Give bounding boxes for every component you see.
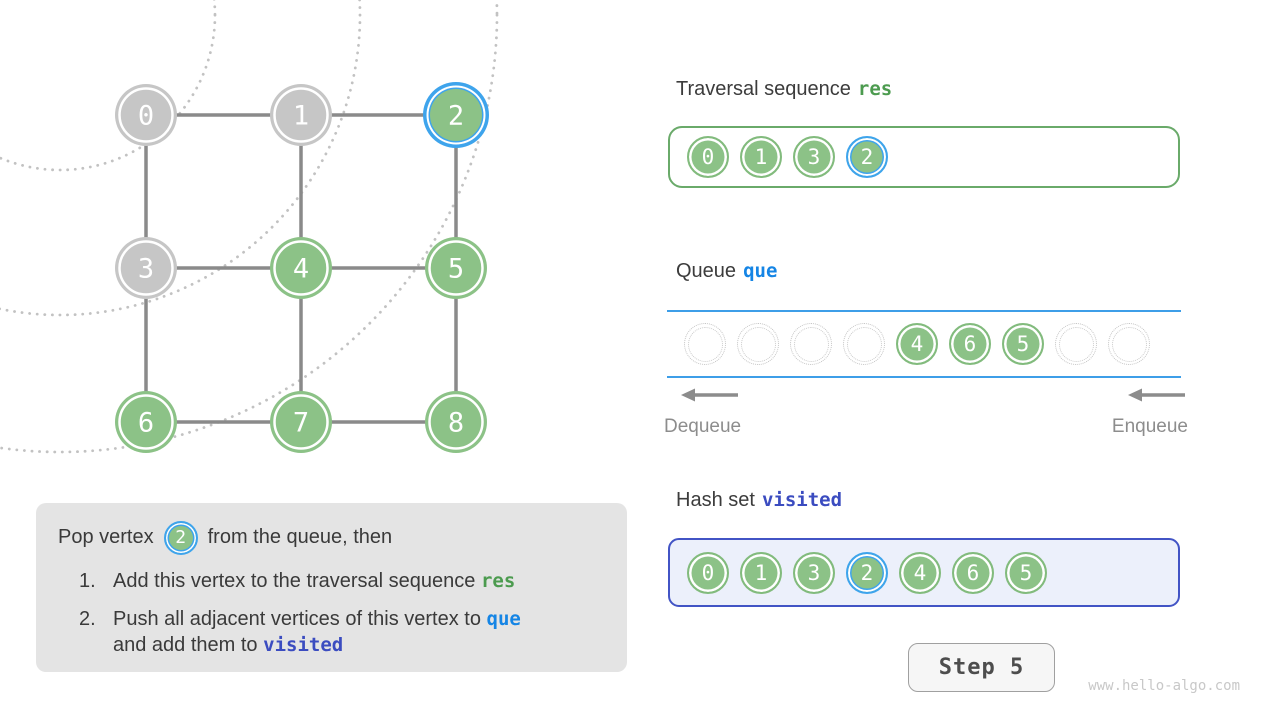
queue-slot-empty xyxy=(684,323,726,365)
bfs-arc-1 xyxy=(0,0,217,172)
enqueue-label: Enqueue xyxy=(1111,416,1188,437)
queue-slot-inner-ring xyxy=(846,326,882,362)
res-item-3: 3 xyxy=(793,136,835,178)
visited-variable: visited xyxy=(761,489,843,511)
graph-vertex-8: 8 xyxy=(425,391,487,453)
list-number: 2. xyxy=(79,608,96,630)
graph-vertex-3: 3 xyxy=(115,237,177,299)
que-variable: que xyxy=(743,260,778,282)
graph-vertex-5: 5 xyxy=(425,237,487,299)
explanation-prefix: Pop vertex xyxy=(58,526,154,548)
queue-item-4: 4 xyxy=(896,323,938,365)
graph-canvas: 0 1 2 3 4 5 xyxy=(0,0,499,454)
traversal-title-text: Traversal sequence xyxy=(676,78,851,100)
bfs-arc-2 xyxy=(0,0,362,317)
keyword-que: que xyxy=(486,608,521,630)
vertex-label: 0 xyxy=(138,100,154,131)
vertex-label: 4 xyxy=(293,253,309,284)
explanation-item-1: 1. Add this vertex to the traversal sequ… xyxy=(79,568,607,594)
res-item-2-current: 2 xyxy=(846,136,888,178)
visited-title-text: Hash set xyxy=(676,489,755,511)
queue-slot-inner-ring xyxy=(1058,326,1094,362)
graph-vertex-6: 6 xyxy=(115,391,177,453)
queue-item-6: 6 xyxy=(949,323,991,365)
dequeue-label: Dequeue xyxy=(664,416,742,437)
queue-slot-empty xyxy=(790,323,832,365)
visited-item-2-current: 2 xyxy=(846,551,888,594)
graph-vertex-2-current: 2 xyxy=(423,82,489,148)
vertex-label: 7 xyxy=(293,407,309,438)
visited-item-3: 3 xyxy=(793,551,835,594)
explanation-box: Pop vertex 2 from the queue, then 1. Add… xyxy=(36,503,627,672)
explanation-item-2: 2. Push all adjacent vertices of this ve… xyxy=(79,606,607,658)
item-text: and add them to xyxy=(113,634,258,656)
vertex-label: 2 xyxy=(448,100,464,131)
explanation-suffix: from the queue, then xyxy=(207,526,393,548)
visited-item-1: 1 xyxy=(740,551,782,594)
queue-box: 4 6 5 xyxy=(667,310,1181,378)
graph-vertex-7: 7 xyxy=(270,391,332,453)
list-number: 1. xyxy=(79,570,96,592)
bfs-level-arcs xyxy=(0,0,499,454)
vertex-label: 5 xyxy=(448,253,464,284)
item-text: Add this vertex to the traversal sequenc… xyxy=(113,570,476,592)
queue-slot-empty xyxy=(737,323,779,365)
vertex-label: 3 xyxy=(138,253,154,284)
bfs-arc-3 xyxy=(0,0,499,454)
keyword-visited: visited xyxy=(263,634,344,656)
vertex-label: 8 xyxy=(448,407,464,438)
watermark: www.hello-algo.com xyxy=(1088,678,1240,694)
queue-slot-inner-ring xyxy=(793,326,829,362)
queue-slot-inner-ring xyxy=(687,326,723,362)
queue-slot-empty xyxy=(843,323,885,365)
item-text: Push all adjacent vertices of this verte… xyxy=(113,608,481,630)
explanation-item-1-text: Add this vertex to the traversal sequenc… xyxy=(113,568,515,594)
current-vertex-chip: 2 xyxy=(163,520,198,555)
res-item-1: 1 xyxy=(740,136,782,178)
queue-title-text: Queue xyxy=(676,260,737,282)
explanation-line-1: Pop vertex 2 from the queue, then xyxy=(58,519,607,556)
visited-item-0: 0 xyxy=(687,551,729,594)
queue-slot-empty xyxy=(1055,323,1097,365)
keyword-res: res xyxy=(480,570,516,592)
visited-item-6: 6 xyxy=(952,551,994,594)
hash-set-box: 0 1 3 2 4 6 5 xyxy=(668,538,1180,607)
step-indicator: Step 5 xyxy=(908,643,1055,692)
graph-vertex-0: 0 xyxy=(115,84,177,146)
graph-vertex-4: 4 xyxy=(270,237,332,299)
traversal-sequence-box: 0 1 3 2 xyxy=(668,126,1180,188)
traversal-title: Traversal sequence res xyxy=(676,78,892,101)
vertex-label: 1 xyxy=(293,100,309,131)
queue-title: Queue que xyxy=(676,260,777,283)
vertex-label: 6 xyxy=(138,407,154,438)
visited-title: Hash set visited xyxy=(676,489,842,512)
dequeue-arrow-icon xyxy=(681,388,738,402)
visited-item-5: 5 xyxy=(1005,551,1047,594)
enqueue-arrow-icon xyxy=(1128,388,1185,402)
queue-item-5: 5 xyxy=(1002,323,1044,365)
visited-item-4: 4 xyxy=(899,551,941,594)
graph-vertex-1: 1 xyxy=(270,84,332,146)
res-item-0: 0 xyxy=(687,136,729,178)
queue-slot-empty xyxy=(1108,323,1150,365)
res-variable: res xyxy=(857,78,893,100)
queue-slot-inner-ring xyxy=(1111,326,1147,362)
queue-slot-inner-ring xyxy=(740,326,776,362)
explanation-item-2-text: Push all adjacent vertices of this verte… xyxy=(113,606,521,658)
